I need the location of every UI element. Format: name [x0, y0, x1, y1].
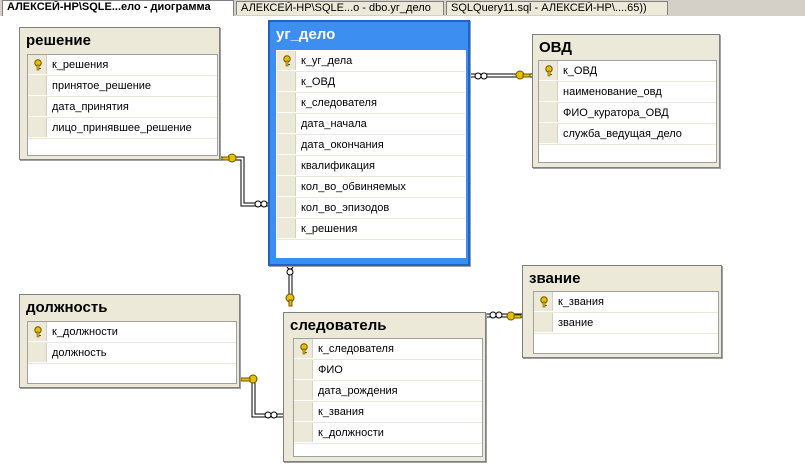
column-row[interactable]: дата_принятия	[28, 97, 217, 118]
table-title: должность	[26, 299, 108, 316]
column-row[interactable]: наименование_овд	[539, 82, 716, 103]
table-title: следователь	[290, 317, 387, 334]
tab-sql-query[interactable]: SQLQuery11.sql - АЛЕКСЕЙ-HP\....65))	[446, 1, 668, 15]
column-name: ФИО	[318, 364, 343, 376]
column-name: дата_начала	[301, 118, 367, 130]
column-row[interactable]: к_звания	[534, 292, 718, 313]
column-name: к_звания	[558, 296, 604, 308]
column-name: к_следователя	[301, 97, 377, 109]
column-row[interactable]: к_решения	[277, 219, 465, 240]
column-list: к_ОВД наименование_овд ФИО_куратора_ОВД …	[538, 60, 717, 163]
table-zvanie[interactable]: звание к_звания звание	[522, 265, 722, 358]
column-row[interactable]: к_решения	[28, 55, 217, 76]
primary-key-icon	[34, 326, 42, 338]
table-ovd[interactable]: ОВД к_ОВД наименование_овд ФИО_куратора_…	[532, 34, 720, 168]
column-row[interactable]: к_следователя	[294, 339, 482, 360]
column-name: к_уг_дела	[301, 55, 353, 67]
column-name: дата_окончания	[301, 139, 384, 151]
column-row[interactable]: должность	[28, 343, 236, 364]
column-row[interactable]: кол_во_эпизодов	[277, 198, 465, 219]
column-name: кол_во_эпизодов	[301, 202, 390, 214]
column-list: к_решения принятое_решение дата_принятия…	[27, 54, 218, 156]
table-ug-delo[interactable]: уг_дело к_уг_дела к_ОВД к_следователя да…	[268, 20, 470, 266]
primary-key-icon	[300, 343, 308, 355]
column-list: к_звания звание	[533, 291, 719, 354]
column-row[interactable]: к_ОВД	[539, 61, 716, 82]
column-name: к_решения	[52, 59, 109, 71]
column-name: наименование_овд	[563, 86, 662, 98]
column-row[interactable]: звание	[534, 313, 718, 334]
column-row[interactable]: кол_во_обвиняемых	[277, 177, 465, 198]
primary-key-icon	[545, 65, 553, 77]
column-row[interactable]: дата_окончания	[277, 135, 465, 156]
table-sledovatel[interactable]: следователь к_следователя ФИО дата_рожде…	[283, 312, 486, 462]
column-list: к_должности должность	[27, 321, 237, 384]
column-name: ФИО_куратора_ОВД	[563, 107, 669, 119]
column-name: к_следователя	[318, 343, 394, 355]
primary-key-icon	[283, 55, 291, 67]
column-row[interactable]: ФИО	[294, 360, 482, 381]
document-tab-strip: АЛЕКСЕЙ-HP\SQLE...ело - диограмма АЛЕКСЕ…	[0, 0, 805, 17]
tab-table-design[interactable]: АЛЕКСЕЙ-HP\SQLE...о - dbo.уг_дело	[236, 1, 444, 15]
column-name: должность	[52, 347, 107, 359]
column-row[interactable]: к_должности	[28, 322, 236, 343]
table-title: звание	[529, 270, 581, 287]
column-row[interactable]: дата_рождения	[294, 381, 482, 402]
table-title: решение	[26, 32, 91, 49]
column-name: кол_во_обвиняемых	[301, 181, 406, 193]
table-title: ОВД	[539, 39, 572, 56]
column-name: принятое_решение	[52, 80, 152, 92]
column-row[interactable]: ФИО_куратора_ОВД	[539, 103, 716, 124]
column-row[interactable]: к_следователя	[277, 93, 465, 114]
column-name: к_должности	[318, 427, 384, 439]
column-name: к_ОВД	[301, 76, 336, 88]
column-row[interactable]: квалификация	[277, 156, 465, 177]
column-name: звание	[558, 317, 594, 329]
column-list: к_уг_дела к_ОВД к_следователя дата_начал…	[276, 50, 466, 258]
column-row[interactable]: служба_ведущая_дело	[539, 124, 716, 145]
column-row[interactable]: дата_начала	[277, 114, 465, 135]
table-dolzhnost[interactable]: должность к_должности должность	[19, 294, 240, 388]
column-name: дата_рождения	[318, 385, 398, 397]
column-list: к_следователя ФИО дата_рождения к_звания…	[293, 338, 483, 457]
column-name: квалификация	[301, 160, 375, 172]
column-row[interactable]: принятое_решение	[28, 76, 217, 97]
table-reshenie[interactable]: решение к_решения принятое_решение дата_…	[19, 27, 220, 160]
column-name: к_должности	[52, 326, 118, 338]
column-row[interactable]: лицо_принявшее_решение	[28, 118, 217, 139]
column-name: к_ОВД	[563, 65, 598, 77]
column-name: лицо_принявшее_решение	[52, 122, 192, 134]
column-name: к_решения	[301, 223, 358, 235]
column-row[interactable]: к_звания	[294, 402, 482, 423]
column-name: к_звания	[318, 406, 364, 418]
table-title: уг_дело	[276, 26, 336, 43]
column-row[interactable]: к_должности	[294, 423, 482, 444]
tab-diagram[interactable]: АЛЕКСЕЙ-HP\SQLE...ело - диограмма	[2, 0, 234, 16]
primary-key-icon	[34, 59, 42, 71]
primary-key-icon	[540, 296, 548, 308]
column-name: служба_ведущая_дело	[563, 128, 682, 140]
column-name: дата_принятия	[52, 101, 129, 113]
column-row[interactable]: к_уг_дела	[277, 51, 465, 72]
column-row[interactable]: к_ОВД	[277, 72, 465, 93]
